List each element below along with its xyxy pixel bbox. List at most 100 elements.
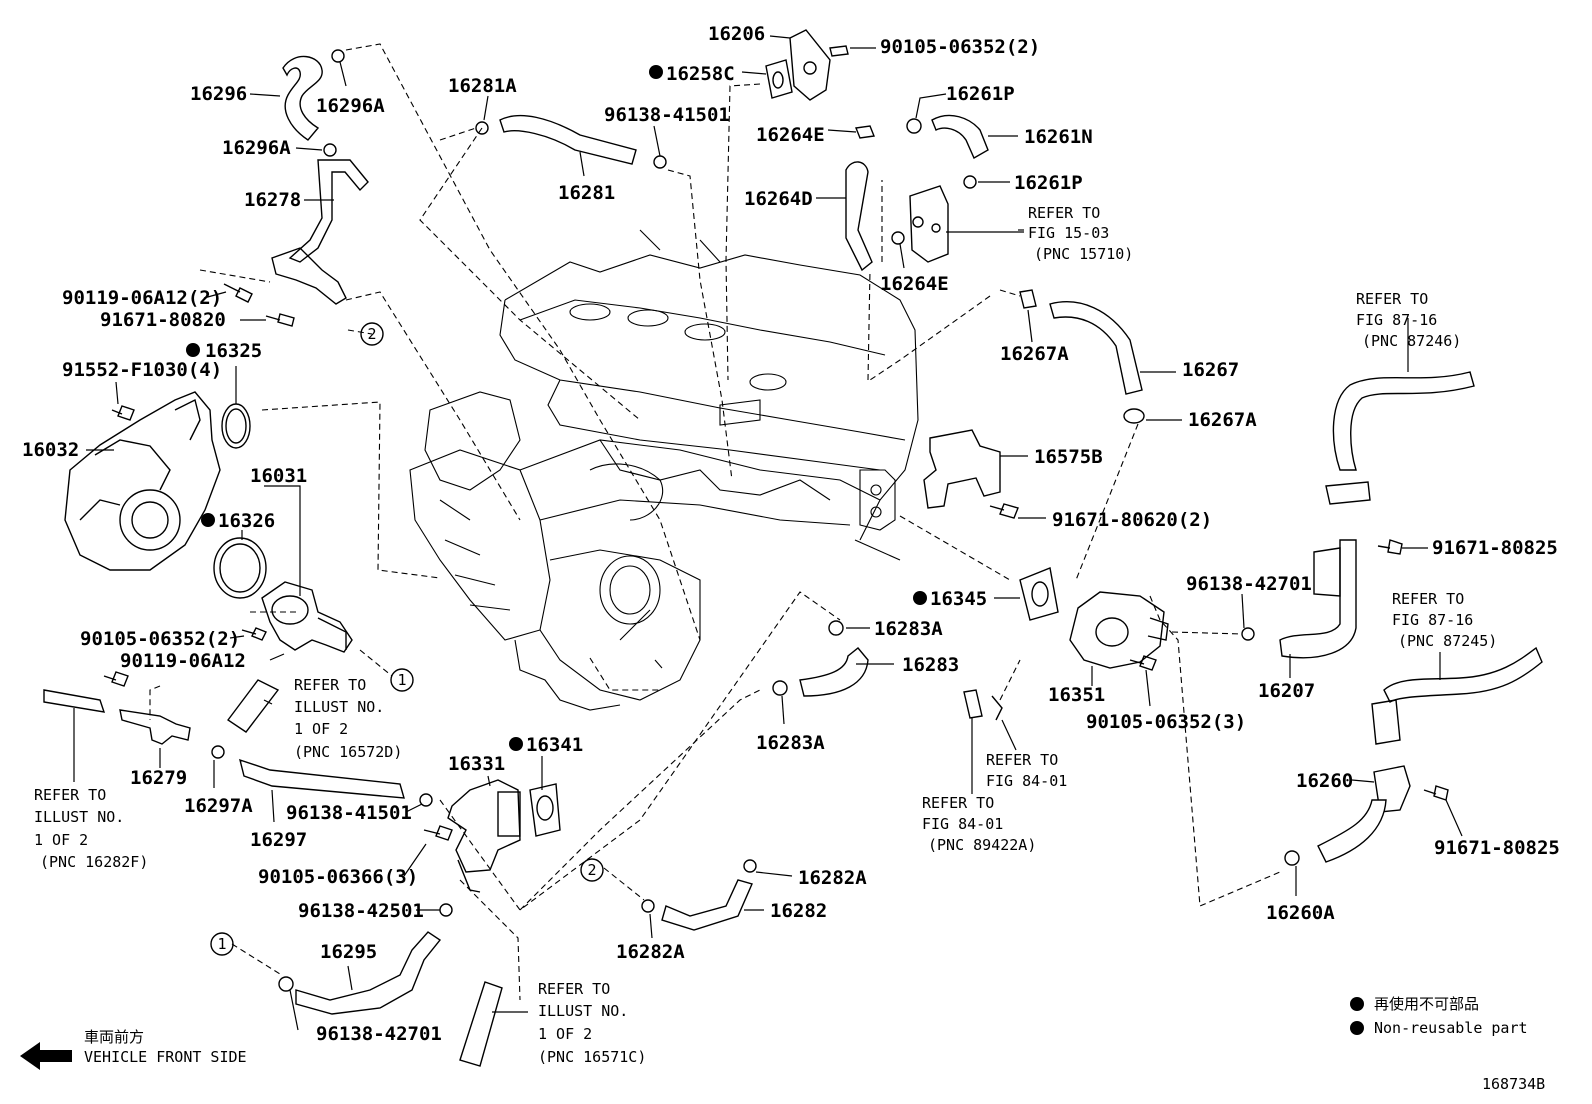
diagram-id: 168734B [1482, 1075, 1545, 1093]
label-16267a-bot: 16267A [1188, 409, 1257, 431]
label-16267a-top: 16267A [1000, 343, 1069, 365]
refer-fig-87-16-b: REFER TO FIG 87-16 (PNC 87245) [1392, 590, 1497, 650]
refer-fig-84-01-b: REFER TO FIG 84-01 (PNC 89422A) [922, 794, 1036, 854]
label-16296a-mid: 16296A [222, 137, 291, 159]
reference-notes: REFER TO FIG 15-03 (PNC 15710) REFER TO … [34, 204, 1497, 1066]
svg-text:REFER TO: REFER TO [1356, 290, 1428, 308]
svg-text:(PNC 15710): (PNC 15710) [1034, 245, 1133, 263]
svg-text:FIG 84-01: FIG 84-01 [922, 815, 1003, 833]
label-90119-b: 90119-06A12 [120, 650, 246, 672]
label-16575b: 16575B [1034, 446, 1103, 468]
label-16281a: 16281A [448, 75, 517, 97]
legend-en: Non-reusable part [1374, 1019, 1528, 1037]
svg-text:(PNC 87245): (PNC 87245) [1398, 632, 1497, 650]
label-16341: 16341 [526, 734, 583, 756]
circle-callouts: 2 1 2 1 [210, 322, 604, 956]
label-16283: 16283 [902, 654, 959, 676]
svg-text:FIG 84-01: FIG 84-01 [986, 772, 1067, 790]
refer-fig-84-01-a: REFER TO FIG 84-01 [986, 751, 1067, 790]
svg-text:REFER TO: REFER TO [1028, 204, 1100, 222]
label-16297: 16297 [250, 829, 307, 851]
label-16031: 16031 [250, 465, 307, 487]
vehicle-front-indicator: 車両前方 VEHICLE FRONT SIDE [20, 1028, 247, 1070]
svg-text:1: 1 [217, 935, 226, 953]
svg-text:ILLUST NO.: ILLUST NO. [294, 698, 384, 716]
label-16264e-bot: 16264E [880, 273, 949, 295]
svg-text:FIG 15-03: FIG 15-03 [1028, 224, 1109, 242]
label-96138-a: 96138-41501 [604, 104, 730, 126]
label-16267: 16267 [1182, 359, 1239, 381]
engine-block [409, 229, 919, 711]
front-en: VEHICLE FRONT SIDE [84, 1048, 247, 1066]
label-16279: 16279 [130, 767, 187, 789]
part-shapes [43, 29, 1543, 1067]
svg-text:REFER TO: REFER TO [1392, 590, 1464, 608]
label-90119-a: 90119-06A12(2) [62, 287, 222, 309]
front-jp: 車両前方 [84, 1028, 144, 1046]
label-16282: 16282 [770, 900, 827, 922]
label-16283a-bot: 16283A [756, 732, 825, 754]
svg-text:FIG 87-16: FIG 87-16 [1392, 611, 1473, 629]
label-91671-a: 91671-80820 [100, 309, 226, 331]
label-91671-d: 91671-80825 [1434, 837, 1560, 859]
label-16296: 16296 [190, 83, 247, 105]
label-16297a: 16297A [184, 795, 253, 817]
callout-2-a: 2 [360, 322, 384, 346]
label-16258c: 16258C [666, 63, 735, 85]
label-16331: 16331 [448, 753, 505, 775]
svg-text:(PNC 89422A): (PNC 89422A) [928, 836, 1036, 854]
refer-illust-16282f: REFER TO ILLUST NO. 1 OF 2 (PNC 16282F) [34, 786, 148, 871]
svg-text:REFER TO: REFER TO [538, 980, 610, 998]
svg-text:REFER TO: REFER TO [294, 676, 366, 694]
label-16261p-top: 16261P [946, 83, 1015, 105]
label-91552: 91552-F1030(4) [62, 359, 222, 381]
svg-text:(PNC 16571C): (PNC 16571C) [538, 1048, 646, 1066]
dashed-lines [149, 43, 1281, 1001]
label-16296a-top: 16296A [316, 95, 385, 117]
label-16260: 16260 [1296, 770, 1353, 792]
svg-text:(PNC 16282F): (PNC 16282F) [40, 853, 148, 871]
legend: 再使用不可部品 Non-reusable part [1350, 995, 1528, 1037]
refer-fig-87-16-a: REFER TO FIG 87-16 (PNC 87246) [1356, 290, 1461, 350]
svg-text:REFER TO: REFER TO [922, 794, 994, 812]
svg-text:ILLUST NO.: ILLUST NO. [34, 808, 124, 826]
label-16282a-bot: 16282A [616, 941, 685, 963]
part-labels: 16206 90105-06352(2) 16258C 16281A 16296… [22, 23, 1560, 1045]
label-96138-c: 96138-41501 [286, 802, 412, 824]
label-16281: 16281 [558, 182, 615, 204]
svg-text:1 OF 2: 1 OF 2 [294, 720, 348, 738]
label-90105-c: 90105-06352(2) [80, 628, 240, 650]
label-16260a: 16260A [1266, 902, 1335, 924]
label-16206: 16206 [708, 23, 765, 45]
svg-text:1 OF 2: 1 OF 2 [538, 1025, 592, 1043]
label-16283a-top: 16283A [874, 618, 943, 640]
svg-text:1 OF 2: 1 OF 2 [34, 831, 88, 849]
svg-text:2: 2 [587, 861, 596, 879]
leader-lines [73, 35, 1463, 1031]
svg-text:2: 2 [367, 325, 376, 343]
svg-text:1: 1 [397, 671, 406, 689]
svg-text:REFER TO: REFER TO [34, 786, 106, 804]
non-reusable-markers [186, 65, 927, 751]
label-16351: 16351 [1048, 684, 1105, 706]
front-arrow-icon [20, 1042, 72, 1070]
label-16261n: 16261N [1024, 126, 1093, 148]
label-96138-e: 96138-42701 [316, 1023, 442, 1045]
label-91671-b: 91671-80620(2) [1052, 509, 1212, 531]
label-16278: 16278 [244, 189, 301, 211]
legend-jp: 再使用不可部品 [1374, 995, 1479, 1013]
svg-text:ILLUST NO.: ILLUST NO. [538, 1002, 628, 1020]
label-16345: 16345 [930, 588, 987, 610]
refer-illust-16571c: REFER TO ILLUST NO. 1 OF 2 (PNC 16571C) [538, 980, 646, 1066]
label-16326: 16326 [218, 510, 275, 532]
label-16264d: 16264D [744, 188, 813, 210]
refer-fig-15-03: REFER TO FIG 15-03 (PNC 15710) [1028, 204, 1133, 263]
label-90105-b: 90105-06352(3) [1086, 711, 1246, 733]
svg-text:FIG 87-16: FIG 87-16 [1356, 311, 1437, 329]
label-16207: 16207 [1258, 680, 1315, 702]
svg-text:REFER TO: REFER TO [986, 751, 1058, 769]
callout-1-a: 1 [390, 668, 414, 692]
label-96138-d: 96138-42501 [298, 900, 424, 922]
